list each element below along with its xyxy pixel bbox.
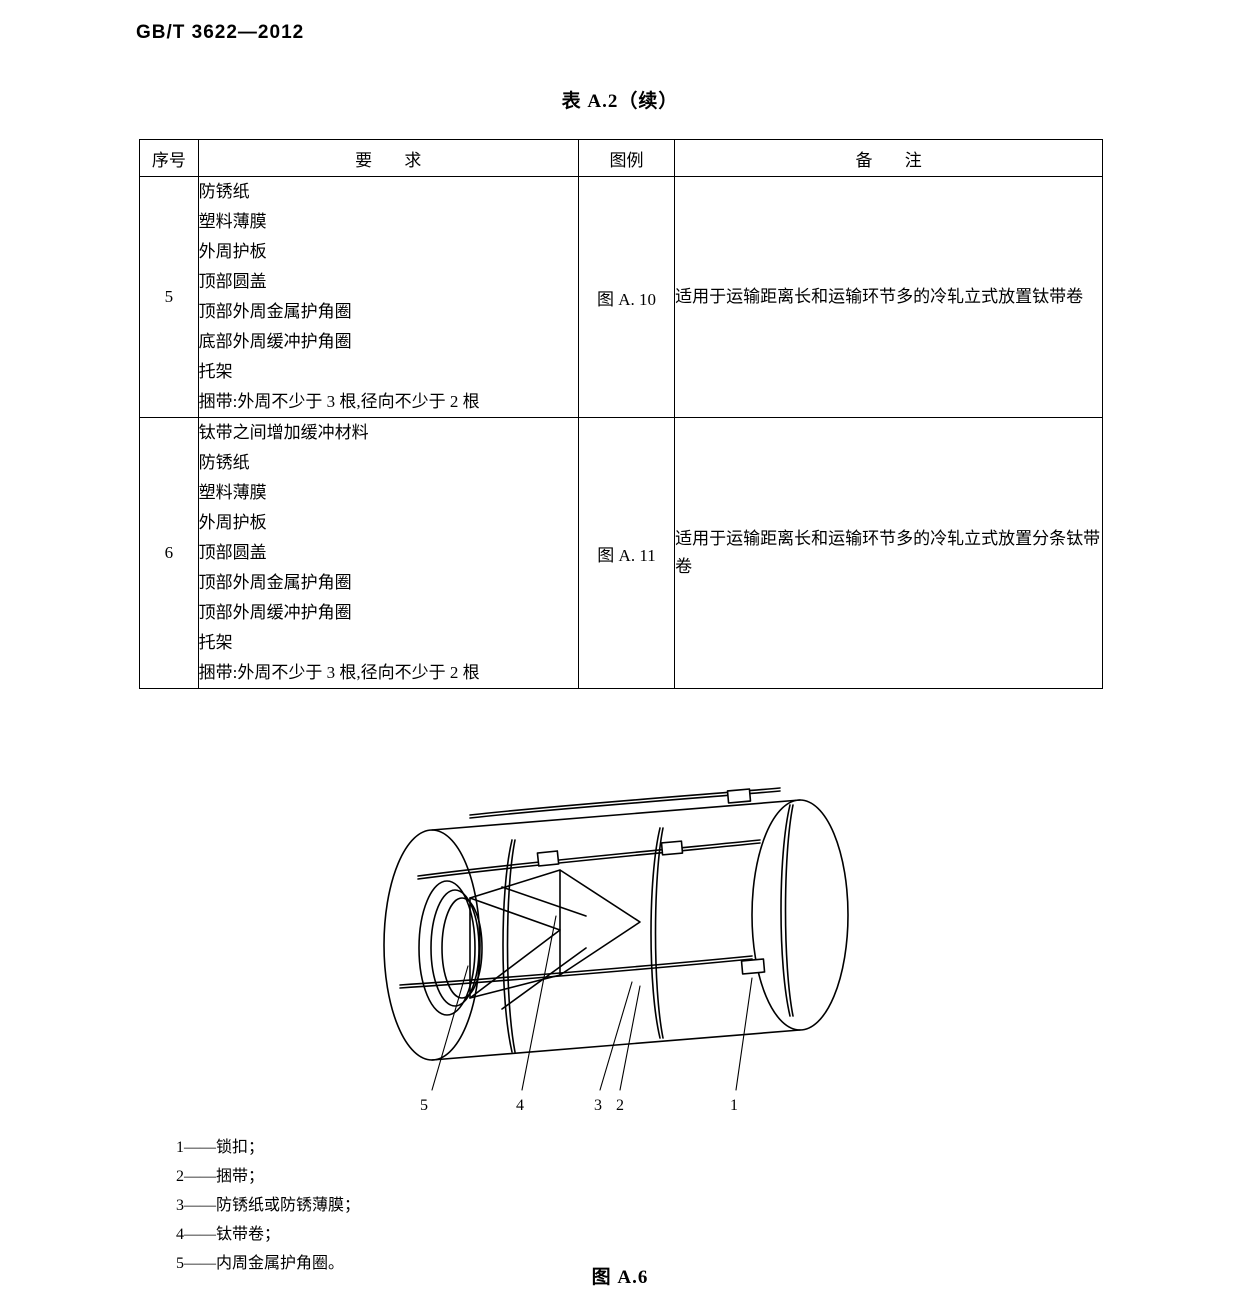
- coil-top-edge: [431, 799, 801, 831]
- strap-circumferential-1b: [506, 839, 516, 1053]
- row-note: 适用于运输距离长和运输环节多的冷轧立式放置分条钛带卷: [674, 417, 1103, 689]
- legend-item: 2——捆带；: [176, 1168, 265, 1185]
- requirement-line: 塑料薄膜: [198, 212, 267, 231]
- callout-leader-3: [599, 981, 633, 1091]
- callout-leader-1: [735, 977, 753, 1091]
- requirement-line: 外周护板: [198, 242, 267, 261]
- table-row: 5 防锈纸 塑料薄膜 外周护板 顶部圆盖 顶部外周金属护角圈 底部外周缓冲护角圈…: [139, 176, 1103, 418]
- requirement-line: 顶部外周缓冲护角圈: [198, 603, 352, 622]
- coil-bottom-edge: [431, 1029, 801, 1061]
- strap-circumferential-3b: [784, 804, 794, 1017]
- row-no: 5: [139, 176, 199, 418]
- figure-legend: 1——锁扣； 2——捆带； 3——防锈纸或防锈薄膜； 4——钛带卷； 5——内周…: [176, 1133, 360, 1278]
- requirement-line: 顶部外周金属护角圈: [198, 302, 352, 321]
- standard-number: GB/T 3622—2012: [136, 22, 305, 43]
- requirement-line: 塑料薄膜: [198, 483, 267, 502]
- callout-label-3: 3: [594, 1097, 602, 1114]
- callout-leader-5: [431, 965, 469, 1091]
- row-figure-ref: 图 A. 11: [577, 417, 676, 689]
- requirement-line: 捆带:外周不少于 3 根,径向不少于 2 根: [198, 392, 480, 411]
- coil-cutaway-wedge: [469, 869, 641, 999]
- requirements-table: 序号 要 求 图例 备 注 5 防锈纸 塑料薄膜 外周护板: [139, 139, 1103, 689]
- requirement-line: 托架: [198, 633, 233, 652]
- requirements-table-wrapper: 序号 要 求 图例 备 注 5 防锈纸 塑料薄膜 外周护板: [139, 139, 1103, 689]
- column-header-no: 序号: [139, 139, 199, 177]
- strap-circumferential-3: [780, 804, 791, 1017]
- row-note: 适用于运输距离长和运输环节多的冷轧立式放置钛带卷: [674, 176, 1103, 418]
- column-header-figure: 图例: [577, 139, 676, 177]
- requirement-line: 外周护板: [198, 513, 267, 532]
- strap-circumferential-2b: [654, 827, 664, 1039]
- coil-back-face: [751, 799, 849, 1031]
- callout-leader-4: [521, 915, 557, 1091]
- lock-buckle-3: [536, 850, 560, 867]
- requirement-line: 捆带:外周不少于 3 根,径向不少于 2 根: [198, 663, 480, 682]
- callout-label-2: 2: [616, 1097, 624, 1114]
- requirement-line: 钛带之间增加缓冲材料: [198, 423, 369, 442]
- legend-item: 3——防锈纸或防锈薄膜；: [176, 1197, 361, 1214]
- coil-front-face-outer: [383, 829, 481, 1061]
- coil-layer-line-1: [501, 886, 587, 917]
- legend-item: 1——锁扣；: [176, 1139, 265, 1156]
- strap-radial-lower-b: [399, 958, 753, 989]
- figure-caption: 图 A.6: [591, 1267, 649, 1288]
- requirement-line: 防锈纸: [198, 453, 250, 472]
- legend-item: 5——内周金属护角圈。: [176, 1255, 345, 1272]
- strap-radial-upper-b: [417, 842, 761, 880]
- strap-circumferential-2: [650, 827, 661, 1039]
- requirement-line: 托架: [198, 362, 233, 381]
- requirement-line: 底部外周缓冲护角圈: [198, 332, 352, 351]
- legend-item: 4——钛带卷；: [176, 1226, 281, 1243]
- row-no: 6: [139, 417, 199, 689]
- row-requirements: 钛带之间增加缓冲材料 防锈纸 塑料薄膜 外周护板 顶部圆盖 顶部外周金属护角圈 …: [197, 417, 579, 689]
- coil-inner-ring-middle: [430, 889, 480, 1007]
- lock-buckle-1: [726, 788, 752, 804]
- row-figure-ref: 图 A. 10: [577, 176, 676, 418]
- row-requirements: 防锈纸 塑料薄膜 外周护板 顶部圆盖 顶部外周金属护角圈 底部外周缓冲护角圈 托…: [197, 176, 579, 418]
- strap-circumferential-1: [502, 839, 513, 1053]
- table-caption: 表 A.2（续）: [561, 91, 679, 112]
- callout-leader-2: [619, 985, 641, 1091]
- coil-inner-ring-inner: [441, 897, 483, 999]
- requirement-line: 顶部外周金属护角圈: [198, 573, 352, 592]
- requirement-line: 顶部圆盖: [198, 543, 267, 562]
- column-header-requirement-label: 要 求: [355, 150, 436, 170]
- requirement-line: 防锈纸: [198, 182, 250, 201]
- callout-label-5: 5: [420, 1097, 428, 1114]
- coil-cutaway-fold: [469, 897, 561, 999]
- column-header-note-label: 备 注: [855, 150, 936, 170]
- requirement-line: 顶部圆盖: [198, 272, 267, 291]
- callout-label-1: 1: [730, 1097, 738, 1114]
- table-row: 6 钛带之间增加缓冲材料 防锈纸 塑料薄膜 外周护板 顶部圆盖 顶部外周金属护角…: [139, 417, 1103, 689]
- column-header-note: 备 注: [674, 139, 1103, 177]
- column-header-requirement: 要 求: [197, 139, 579, 177]
- coil-inner-ring-outer: [418, 880, 476, 1016]
- strap-radial-upper: [417, 839, 761, 877]
- callout-label-4: 4: [516, 1097, 524, 1114]
- lock-buckle-2: [660, 840, 684, 856]
- strap-radial-lower: [399, 955, 753, 986]
- lock-buckle-4: [740, 958, 766, 975]
- table-header-row: 序号 要 求 图例 备 注: [139, 139, 1103, 177]
- coil-illustration-svg: 5 4 3 2 1: [383, 787, 849, 1114]
- coil-packaging-figure: 5 4 3 2 1: [0, 770, 1240, 1120]
